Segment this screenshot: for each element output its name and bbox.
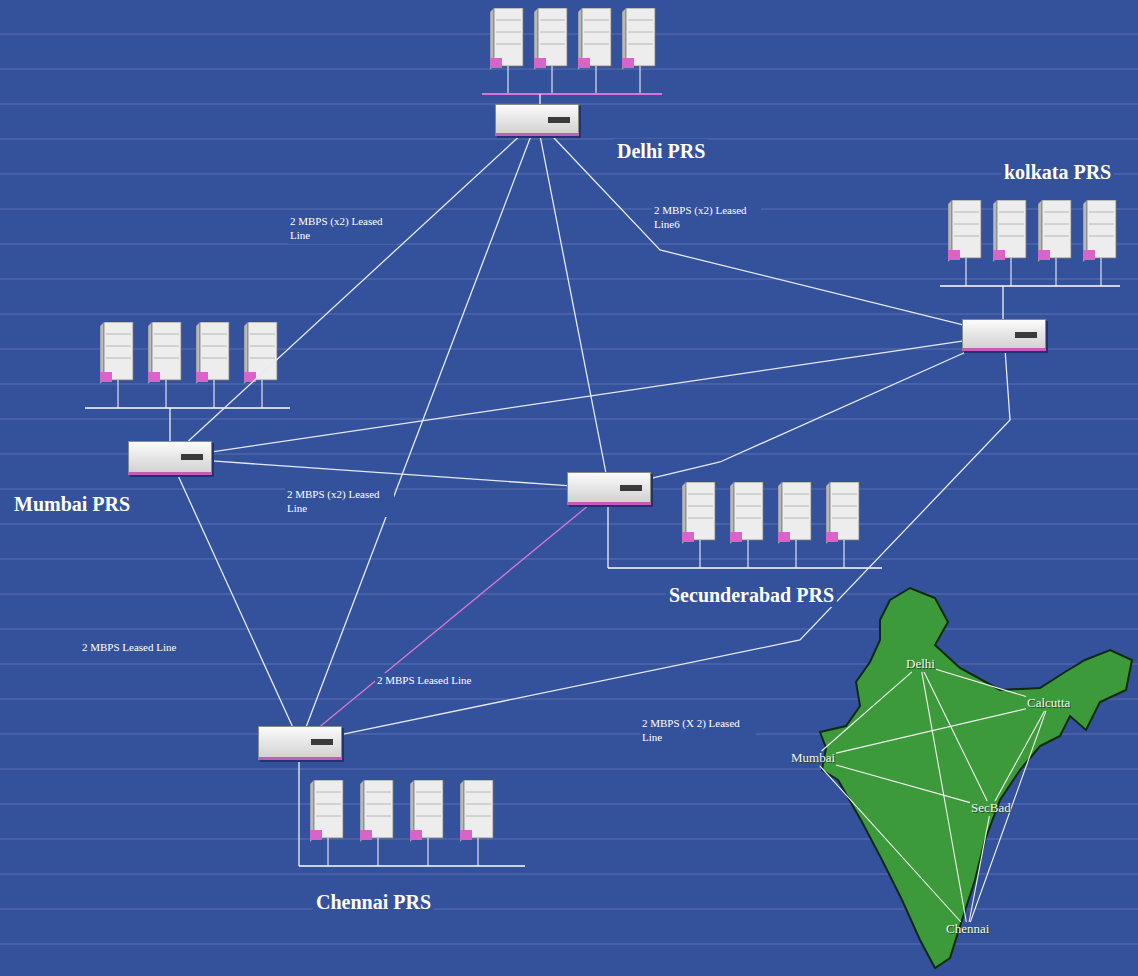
leased-line [212,461,567,486]
router-panel [1015,332,1037,338]
leased-line [540,136,606,472]
map-link [820,766,961,922]
map-link [836,709,1026,753]
server-icon [360,780,393,866]
server-icon [196,322,229,408]
city-label-box: Chennai [945,922,990,937]
server-group [940,200,1120,319]
server-icon [1038,200,1071,286]
server-icon [534,8,567,94]
leased-line [321,505,589,726]
server-icon [490,8,523,94]
lan-drop [169,408,170,441]
server-icon [1083,200,1116,286]
link-label: 2 MBPS (x2) Leased Line [285,487,394,517]
map-link [969,816,989,922]
server-icon [778,482,811,568]
map-link [822,672,912,751]
link-label: 2 MBPS (x2) Leased Line [288,214,397,244]
server-icon [460,780,493,866]
site-heading: Mumbai PRS [11,492,133,516]
server-icon [993,200,1026,286]
city-name: Chennai [946,922,989,937]
router-panel [311,739,333,745]
server-icon [410,780,443,866]
server-group [299,760,525,866]
lan-drop [1002,286,1003,319]
server-icon [826,482,859,568]
leased-line [212,341,962,452]
map-link [922,672,967,922]
router-box: Mumbai PRS [128,441,212,475]
server-group [85,322,290,441]
city-name: SecBad [971,801,1011,816]
server-group [482,8,662,104]
link-label: 2 MBPS Leased Line [80,640,178,656]
site-heading: Secunderabad PRS [666,583,837,607]
leased-line [552,136,962,325]
lan-bus [482,93,662,95]
router-box: Delhi PRS [495,104,579,136]
leased-line [651,351,968,478]
router-panel [620,485,642,491]
site-heading: Delhi PRS [614,139,708,163]
map-link [970,711,1046,922]
link-label: 2 MBPS Leased Line [375,673,473,689]
leased-line [188,136,519,441]
map-link [995,711,1045,801]
lan-bus [608,567,882,569]
lan-bus [940,285,1120,287]
map-link [936,669,1026,696]
server-icon [100,322,133,408]
city-label-box: SecBad [970,801,1012,816]
server-icon [948,200,981,286]
server-icon [682,482,715,568]
site-heading: Chennai PRS [313,890,434,914]
lan-drop [607,505,608,568]
server-icon [730,482,763,568]
lan-bus [299,865,525,867]
router-panel [548,117,570,123]
router-panel [181,454,203,460]
leased-line [342,351,1010,734]
lan-drop [298,760,299,866]
link-label: 2 MBPS (X 2) Leased Line [640,716,756,746]
city-name: Delhi [906,657,935,672]
server-icon [622,8,655,94]
router-box: Secunderabad PRS [567,472,651,505]
city-label-box: Mumbai [790,751,836,766]
link-label: 2 MBPS (x2) Leased Line6 [652,203,761,233]
city-name: Mumbai [791,751,835,766]
server-icon [148,322,181,408]
lan-bus [85,407,290,409]
router-box: kolkata PRS [962,319,1046,351]
site-heading: kolkata PRS [1001,160,1114,184]
server-icon [310,780,343,866]
india-map [820,588,1132,968]
lan-drop [539,94,540,104]
leased-line [178,475,292,726]
city-label-box: Calcutta [1026,696,1071,711]
map-link [836,765,970,803]
city-label-box: Delhi [905,657,936,672]
router-box: Chennai PRS [258,726,342,760]
city-name: Calcutta [1027,696,1070,711]
server-icon [244,322,277,408]
server-icon [578,8,611,94]
